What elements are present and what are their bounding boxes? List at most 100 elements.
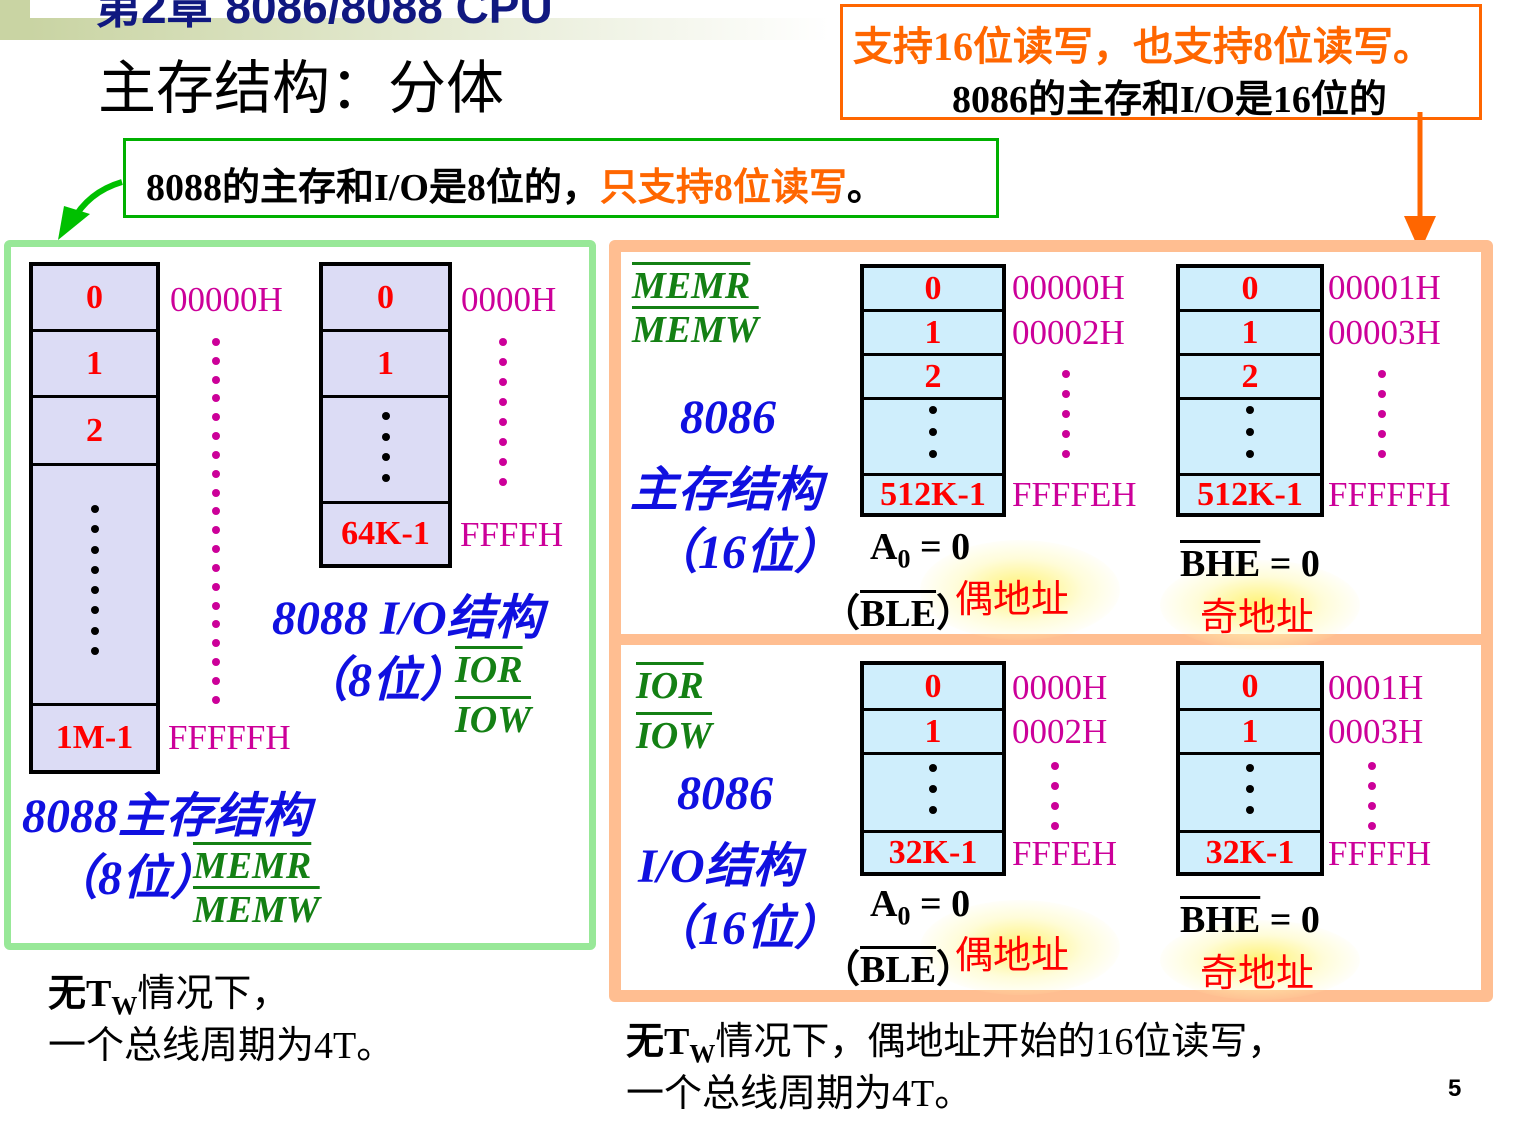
io8086-even-address-label: 偶地址 xyxy=(955,935,1070,977)
mem8086-ble: BLE xyxy=(860,593,937,635)
mem8086-odd-cell-last: 512K-1 xyxy=(1197,475,1303,513)
left-footnote-tw-t: 无T xyxy=(48,973,112,1015)
left-footnote-tw-sub: W xyxy=(111,991,138,1021)
left-footnote-rest: 情况下， xyxy=(137,973,290,1015)
right-footnote-line2: 一个总线周期为4T。 xyxy=(626,1073,973,1115)
io8086-odd-addr-start: 0001H xyxy=(1328,668,1424,707)
left-panel-frame xyxy=(4,240,596,950)
io8086-even-addr-end: FFFEH xyxy=(1012,834,1118,873)
io8086-bhe: BHE xyxy=(1180,899,1261,941)
mem8088-title: 8088主存结构 xyxy=(22,790,311,843)
mem8086-odd-addr-2: 00003H xyxy=(1328,313,1441,352)
io8086-odd-address-label: 奇地址 xyxy=(1200,953,1315,995)
mem8086-even-address-label: 偶地址 xyxy=(955,579,1070,621)
io8086-odd-addr-ellipsis-icon xyxy=(1367,762,1377,830)
mem8086-odd-address-label: 奇地址 xyxy=(1200,597,1315,639)
mem8086-even-addr-ellipsis-icon xyxy=(1061,370,1071,458)
mem8086-odd-cell-gap xyxy=(1180,400,1320,476)
header-decoration-bar xyxy=(30,18,830,40)
header-decoration-block xyxy=(0,0,30,40)
mem8086-title-number: 8086 xyxy=(680,391,776,444)
io8086-odd-cell-0: 0 xyxy=(1180,665,1320,711)
io8088-cell-last: 64K-1 xyxy=(341,515,430,552)
io8086-ble-open: （ xyxy=(822,949,861,991)
mem8086-even-ellipsis-icon xyxy=(928,406,938,458)
io8088-addr-ellipsis-icon xyxy=(498,338,508,486)
mem8086-odd-addr-end: FFFFFH xyxy=(1328,475,1451,514)
mem8086-even-addr-2: 00002H xyxy=(1012,313,1125,352)
mem8086-title-width: （16位） xyxy=(650,526,843,579)
io8086-ble-close: ） xyxy=(936,949,975,991)
io8088-cell-1: 1 xyxy=(323,332,448,398)
io8086-title-width: （16位） xyxy=(650,902,843,955)
io8086-even-cell-0: 0 xyxy=(864,665,1002,711)
io8086-odd-cell-gap xyxy=(1180,755,1320,833)
left-footnote-line2: 一个总线周期为4T。 xyxy=(48,1025,395,1067)
io8086-even-addr-2: 0002H xyxy=(1012,712,1108,751)
green-arrowhead-icon xyxy=(58,206,90,240)
mem8086-odd-ellipsis-icon xyxy=(1245,406,1255,458)
right-footnote-tw-sub: W xyxy=(689,1039,716,1069)
io8086-ble: BLE xyxy=(860,949,937,991)
mem8088-ellipsis-icon xyxy=(90,505,100,655)
io8088-cell-0: 0 xyxy=(323,266,448,332)
io8088-signal-iow: IOW xyxy=(455,699,532,741)
mem8088-cell-1: 1 xyxy=(33,332,156,398)
mem8086-even-cell-last: 512K-1 xyxy=(880,475,986,513)
mem8086-even-glow xyxy=(920,540,1120,640)
mem8088-box: 0 1 2 1M-1 xyxy=(29,262,160,774)
mem8088-addr-start: 00000H xyxy=(170,280,283,319)
page-subtitle: 主存结构：分体 xyxy=(98,56,505,121)
note-16bit-line1: 支持16位读写，也支持8位读写。 xyxy=(853,24,1433,69)
mem8086-even-addr-start: 00000H xyxy=(1012,268,1125,307)
io8088-addr-start: 0000H xyxy=(461,280,557,319)
mem8086-odd-addr-start: 00001H xyxy=(1328,268,1441,307)
mem8086-even-cell-0: 0 xyxy=(864,268,1002,312)
mem8086-a0-sub: 0 xyxy=(897,544,911,574)
io8088-subtitle: （8位） xyxy=(300,654,469,707)
io8088-ellipsis-icon xyxy=(381,412,391,482)
mem8086-odd-addr-ellipsis-icon xyxy=(1377,370,1387,458)
mem8086-even-cell-gap xyxy=(864,400,1002,476)
mem8088-addr-end: FFFFFH xyxy=(168,718,291,757)
io8086-signal-iow: IOW xyxy=(636,715,713,757)
io8086-odd-cell-last: 32K-1 xyxy=(1205,833,1295,871)
io8086-even-addr-ellipsis-icon xyxy=(1050,762,1060,830)
mem8088-cell-2: 2 xyxy=(33,398,156,466)
mem8088-subtitle: （8位） xyxy=(50,852,219,905)
mem8086-signal-memr: MEMR xyxy=(632,265,751,307)
io8086-even-cell-gap xyxy=(864,755,1002,833)
mem8086-a0-letter: A xyxy=(870,526,898,568)
mem8086-even-box: 0 1 2 512K-1 xyxy=(860,264,1006,517)
io8086-even-cell-1: 1 xyxy=(864,711,1002,755)
note-16bit-line2: 8086的主存和I/O是16位的 xyxy=(952,79,1387,121)
io8086-a0-sub: 0 xyxy=(897,901,911,931)
right-footnote-rest: 情况下，偶地址开始的16位读写， xyxy=(715,1021,1286,1063)
mem8086-a0-label: A0 = 0 xyxy=(870,525,970,575)
mem8088-signal-memw: MEMW xyxy=(193,889,320,931)
note-8bit-prefix: 8088的主存和I/O是8位的， xyxy=(146,167,600,209)
io8086-odd-cell-1: 1 xyxy=(1180,711,1320,755)
note-8bit-box xyxy=(123,138,999,218)
io8088-cell-gap xyxy=(323,398,448,504)
io8086-title-text: I/O结构 xyxy=(638,840,801,893)
io8086-odd-addr-end: FFFFH xyxy=(1328,834,1432,873)
mem8086-ble-open: （ xyxy=(822,593,861,635)
io8088-addr-end: FFFFH xyxy=(460,515,564,554)
mem8086-even-addr-end: FFFFEH xyxy=(1012,475,1137,514)
mem8086-bhe: BHE xyxy=(1180,543,1261,585)
right-panel-divider xyxy=(616,634,1486,645)
note-8bit-suffix: 。 xyxy=(846,167,885,209)
mem8086-a0-eq: = 0 xyxy=(910,526,971,568)
right-footnote-tw-t: 无T xyxy=(626,1021,690,1063)
io8086-a0-label: A0 = 0 xyxy=(870,882,970,932)
note-8bit-text: 8088的主存和I/O是8位的，只支持8位读写。 xyxy=(146,156,885,211)
mem8086-bhe-label: BHE = 0 xyxy=(1180,542,1320,586)
io8088-signal-ior: IOR xyxy=(455,649,523,691)
io8086-bhe-eq: = 0 xyxy=(1260,899,1320,941)
left-footnote-line1: 无TW情况下， xyxy=(48,962,289,1022)
right-footnote-line1: 无TW情况下，偶地址开始的16位读写， xyxy=(626,1010,1285,1070)
io8086-even-addr-start: 0000H xyxy=(1012,668,1108,707)
mem8086-ble-label: （BLE） xyxy=(822,582,974,637)
